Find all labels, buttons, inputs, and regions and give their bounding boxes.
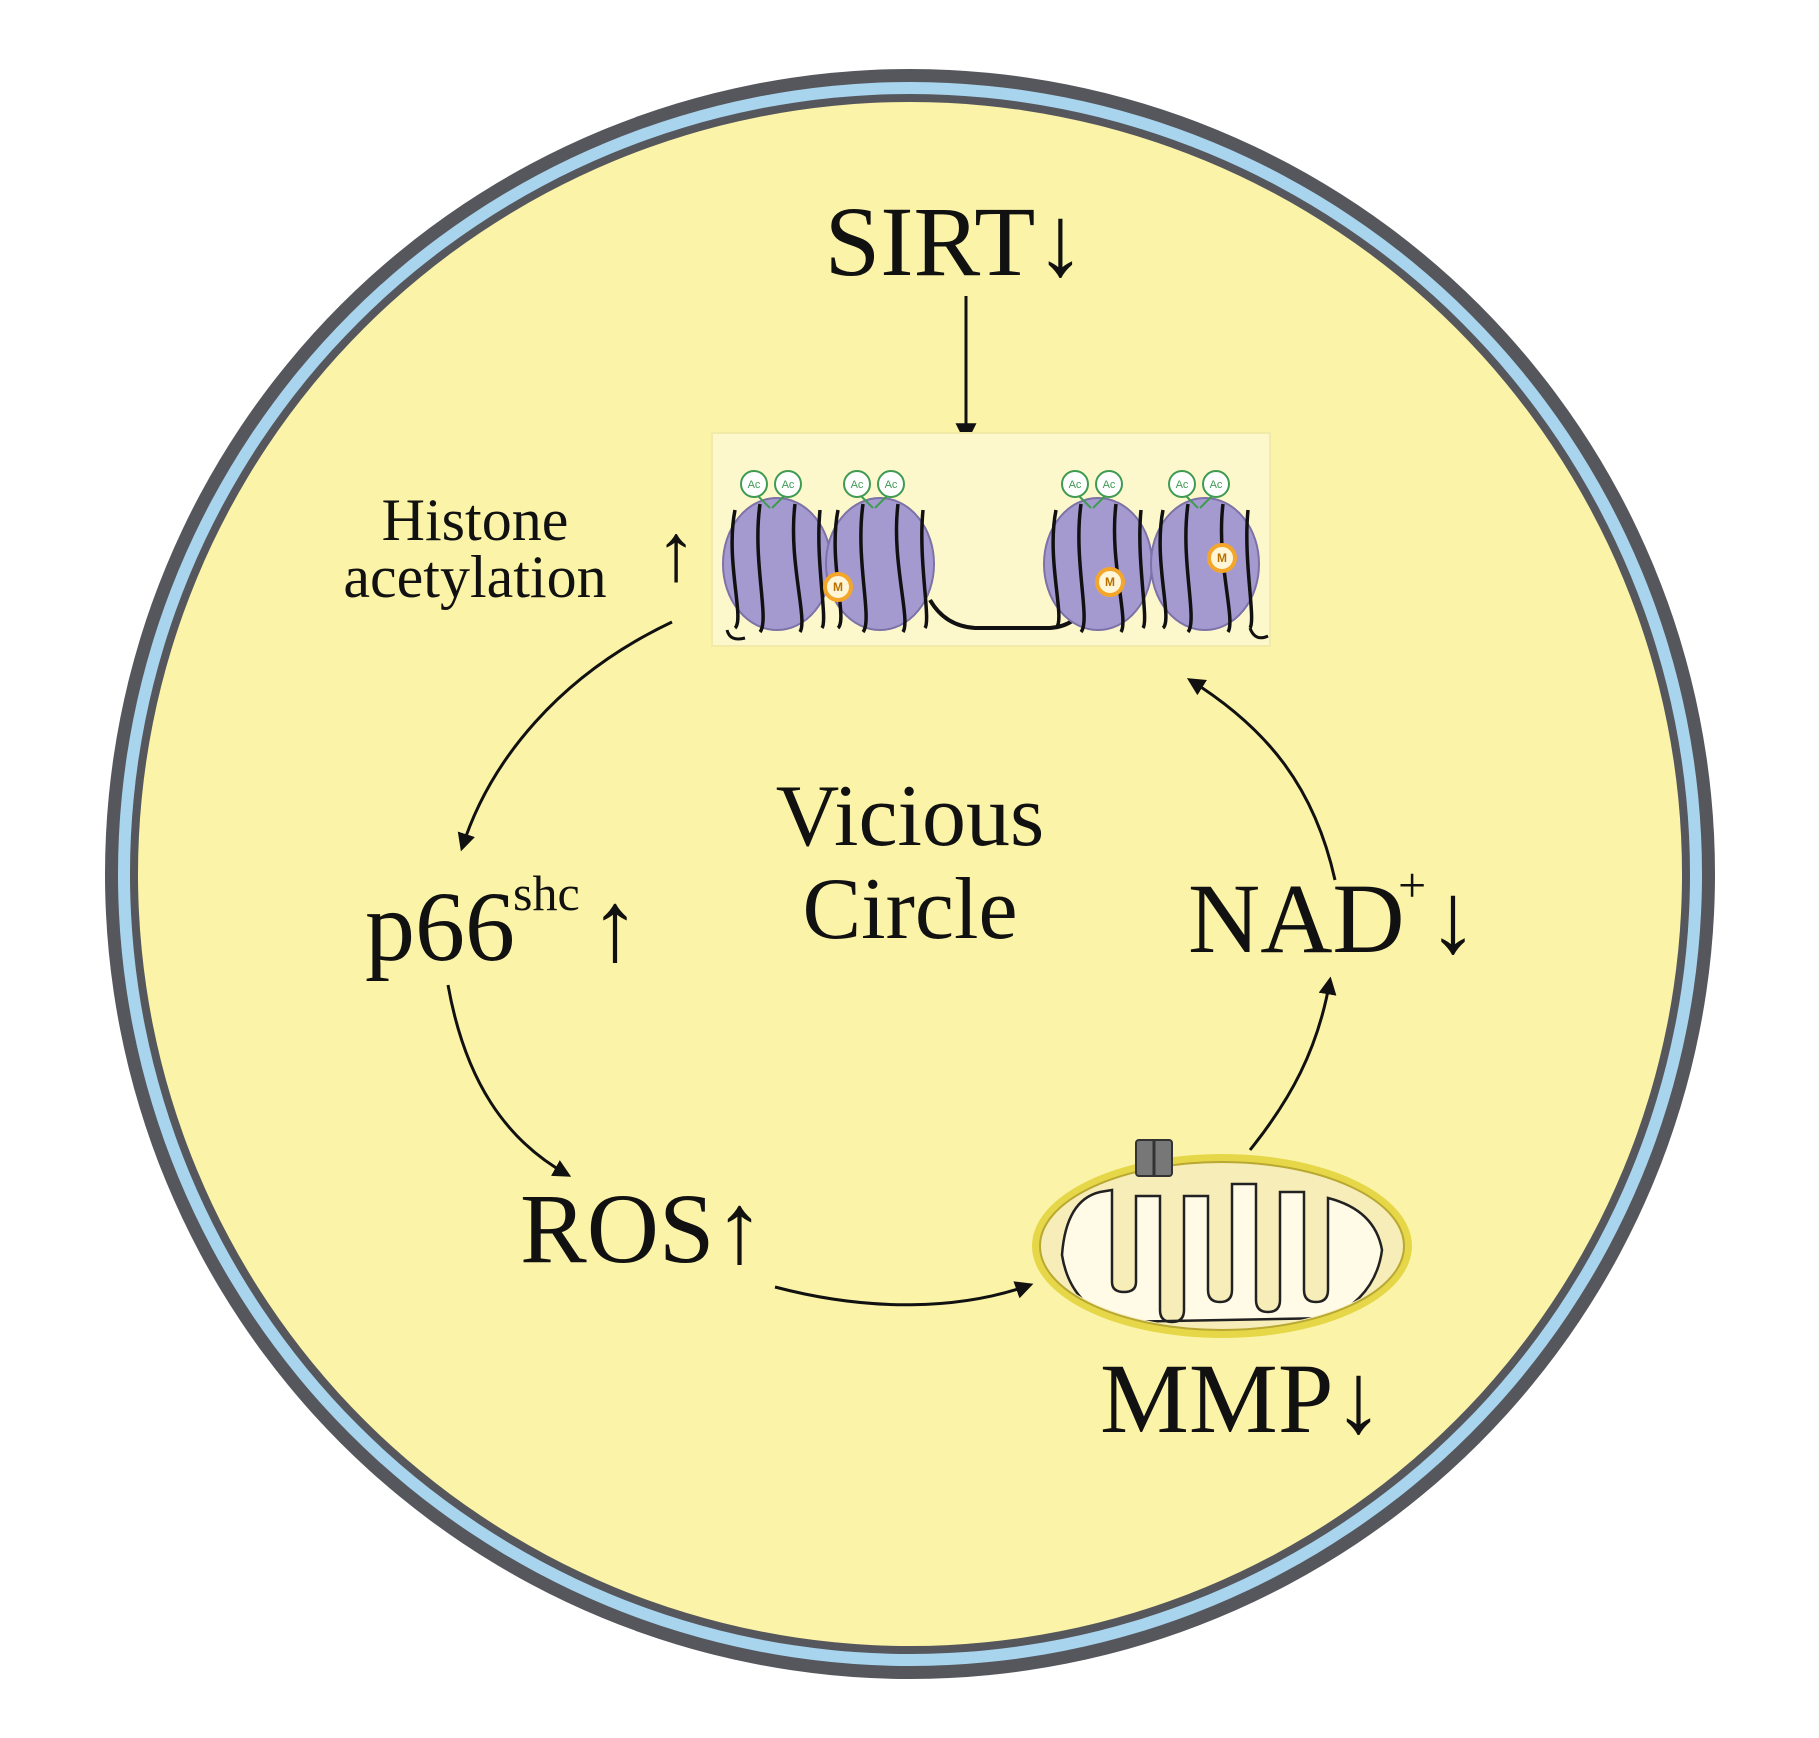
mitochondrion-icon	[1032, 1139, 1412, 1338]
nad-superscript: +	[1398, 857, 1426, 913]
histone-label-line1: Histone	[382, 487, 569, 553]
acetyl-marks: Ac Ac Ac Ac Ac Ac	[740, 470, 1230, 509]
nucleosome-2	[825, 497, 935, 634]
chromatin-panel: Ac Ac Ac Ac Ac Ac	[711, 432, 1271, 647]
mmp-label: MMP↓	[1100, 1343, 1383, 1454]
acetyl-mark-icon	[774, 470, 802, 498]
acetyl-pair-3: Ac Ac	[1061, 470, 1123, 509]
acetyl-mark-label: Ac	[851, 479, 864, 491]
acetyl-mark-label: Ac	[1176, 479, 1189, 491]
methyl-mark-icon	[1095, 567, 1125, 597]
ros-label: ROS↑	[520, 1173, 765, 1284]
arrow-p66-to-ros	[446, 984, 572, 1177]
methyl-mark-label: M	[1105, 575, 1115, 589]
nucleosome-1	[722, 497, 832, 641]
arrow-mmp-to-nad	[1248, 976, 1337, 1151]
cycle-arrows	[446, 620, 1337, 1307]
histone-up-arrow: ↑	[656, 507, 697, 598]
nucleosome-icon	[1150, 497, 1260, 631]
mitochondrion-body	[1039, 1161, 1405, 1331]
center-label-line2: Circle	[802, 861, 1017, 958]
methyl-marks: M M M	[823, 543, 1237, 602]
acetyl-mark-label: Ac	[1103, 479, 1116, 491]
nucleosome-icon	[825, 497, 935, 631]
arrow-nad-to-histone	[1186, 678, 1337, 881]
acetyl-mark-icon	[1095, 470, 1123, 498]
center-label-line1: Vicious	[776, 768, 1044, 865]
sirt-label: SIRT↓	[825, 186, 1086, 297]
acetyl-mark-icon	[877, 470, 905, 498]
acetyl-pair-4: Ac Ac	[1168, 470, 1230, 509]
nad-label: NAD + ↓	[1188, 857, 1478, 974]
acetyl-pair-1: Ac Ac	[740, 470, 802, 509]
acetyl-mark-label: Ac	[782, 479, 795, 491]
methyl-mark-icon	[1207, 543, 1237, 573]
histone-acetylation-label: Histone acetylation ↑	[343, 487, 696, 610]
acetyl-mark-label: Ac	[1069, 479, 1082, 491]
nad-base: NAD	[1188, 863, 1405, 974]
p66-base: p66	[365, 871, 515, 982]
acetyl-mark-icon	[1061, 470, 1089, 498]
acetyl-mark-icon	[1168, 470, 1196, 498]
nucleosome-4	[1150, 497, 1269, 640]
acetyl-mark-icon	[843, 470, 871, 498]
p66-up-arrow: ↑	[590, 871, 640, 982]
nucleosome-3	[1043, 497, 1153, 634]
methyl-mark-icon	[823, 572, 853, 602]
p66shc-label: p66 shc ↑	[365, 865, 640, 982]
acetyl-pair-2: Ac Ac	[843, 470, 905, 509]
histone-label-line2: acetylation	[343, 544, 606, 610]
mitochondrion-cristae	[1060, 1182, 1384, 1324]
acetyl-mark-label: Ac	[1210, 479, 1223, 491]
methyl-mark-label: M	[1217, 551, 1227, 565]
acetyl-mark-label: Ac	[885, 479, 898, 491]
acetyl-mark-icon	[1202, 470, 1230, 498]
methyl-mark-label: M	[833, 580, 843, 594]
p66-superscript: shc	[513, 865, 580, 921]
acetyl-mark-icon	[740, 470, 768, 498]
arrow-histone-to-p66	[457, 620, 673, 852]
nad-down-arrow: ↓	[1428, 863, 1478, 974]
arrow-ros-to-mitochondrion	[774, 1281, 1034, 1307]
acetyl-mark-label: Ac	[748, 479, 761, 491]
